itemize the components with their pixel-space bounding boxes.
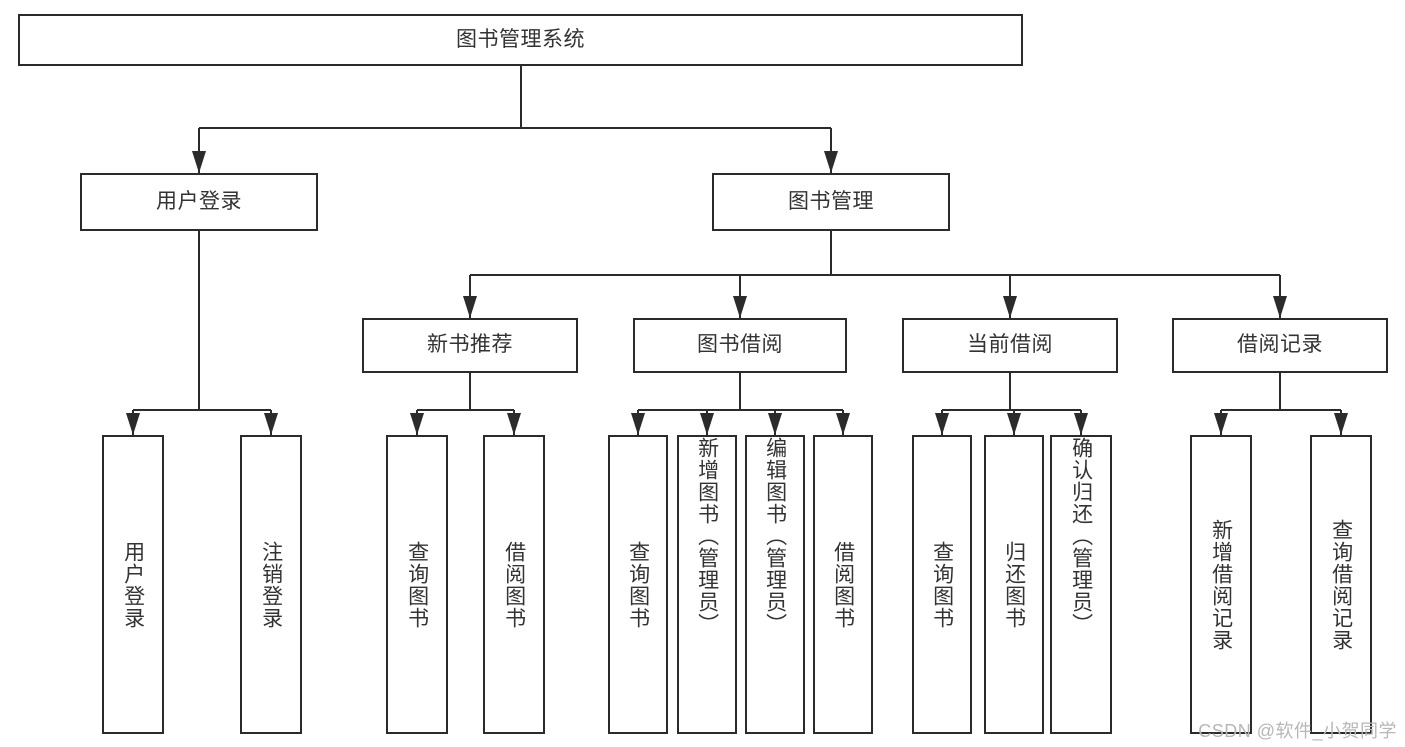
node-label-leaf-user-login: 用户登录 (121, 540, 145, 629)
arrowhead-leaf-confirm-return (1074, 413, 1088, 435)
node-label-root: 图书管理系统 (456, 27, 585, 51)
node-label-leaf-query-book-1: 查询图书 (405, 540, 429, 629)
arrowhead-leaf-logout (264, 413, 278, 435)
node-new-book-rec[interactable]: 新书推荐 (362, 318, 578, 373)
node-leaf-edit-book[interactable]: 编辑图书（管理员） (745, 435, 805, 734)
node-root[interactable]: 图书管理系统 (18, 14, 1023, 66)
node-label-user-login: 用户登录 (156, 189, 242, 213)
node-label-leaf-query-record: 查询借阅记录 (1329, 518, 1353, 651)
node-label-book-manage: 图书管理 (788, 189, 874, 213)
node-label-leaf-confirm-return: 确认归还（管理员） (1069, 437, 1093, 635)
node-leaf-borrow-book-1[interactable]: 借阅图书 (483, 435, 545, 734)
node-leaf-query-book-1[interactable]: 查询图书 (386, 435, 448, 734)
node-label-leaf-logout: 注销登录 (259, 540, 283, 629)
arrowhead-new-book-rec (463, 296, 477, 318)
node-leaf-add-book[interactable]: 新增图书（管理员） (677, 435, 737, 734)
arrowhead-leaf-add-book (700, 413, 714, 435)
node-label-current-borrow: 当前借阅 (967, 333, 1053, 357)
arrowhead-leaf-add-record (1214, 413, 1228, 435)
node-leaf-query-book-2[interactable]: 查询图书 (608, 435, 668, 734)
arrowhead-book-borrow (733, 296, 747, 318)
node-leaf-borrow-book-2[interactable]: 借阅图书 (813, 435, 873, 734)
node-label-book-borrow: 图书借阅 (697, 333, 783, 357)
node-leaf-return-book[interactable]: 归还图书 (984, 435, 1044, 734)
arrowhead-leaf-user-login (126, 413, 140, 435)
node-label-leaf-return-book: 归还图书 (1002, 540, 1026, 629)
arrowhead-leaf-query-book-2 (631, 413, 645, 435)
arrowhead-book-manage (824, 151, 838, 173)
node-leaf-user-login[interactable]: 用户登录 (102, 435, 164, 734)
arrowhead-user-login (192, 151, 206, 173)
node-leaf-logout[interactable]: 注销登录 (240, 435, 302, 734)
node-book-borrow[interactable]: 图书借阅 (633, 318, 847, 373)
arrowhead-leaf-borrow-book-2 (836, 413, 850, 435)
node-label-leaf-add-record: 新增借阅记录 (1209, 518, 1233, 651)
node-label-leaf-borrow-book-1: 借阅图书 (502, 540, 526, 629)
node-leaf-confirm-return[interactable]: 确认归还（管理员） (1050, 435, 1112, 734)
node-label-leaf-query-book-2: 查询图书 (626, 540, 650, 629)
node-label-leaf-query-book-3: 查询图书 (930, 540, 954, 629)
arrowhead-leaf-return-book (1007, 413, 1021, 435)
node-label-leaf-edit-book: 编辑图书（管理员） (763, 437, 787, 635)
node-label-new-book-rec: 新书推荐 (427, 333, 513, 357)
arrowhead-leaf-query-book-3 (935, 413, 949, 435)
arrowhead-leaf-edit-book (768, 413, 782, 435)
node-book-manage[interactable]: 图书管理 (712, 173, 950, 231)
arrowhead-leaf-query-book-1 (410, 413, 424, 435)
node-borrow-record[interactable]: 借阅记录 (1172, 318, 1388, 373)
node-current-borrow[interactable]: 当前借阅 (902, 318, 1118, 373)
node-label-leaf-borrow-book-2: 借阅图书 (831, 540, 855, 629)
node-user-login[interactable]: 用户登录 (80, 173, 318, 231)
node-label-leaf-add-book: 新增图书（管理员） (695, 437, 719, 635)
node-leaf-query-book-3[interactable]: 查询图书 (912, 435, 972, 734)
arrowhead-current-borrow (1003, 296, 1017, 318)
node-leaf-add-record[interactable]: 新增借阅记录 (1190, 435, 1252, 734)
node-label-borrow-record: 借阅记录 (1237, 333, 1323, 357)
node-leaf-query-record[interactable]: 查询借阅记录 (1310, 435, 1372, 734)
arrowhead-borrow-record (1273, 296, 1287, 318)
arrowhead-leaf-borrow-book-1 (507, 413, 521, 435)
arrowhead-leaf-query-record (1334, 413, 1348, 435)
